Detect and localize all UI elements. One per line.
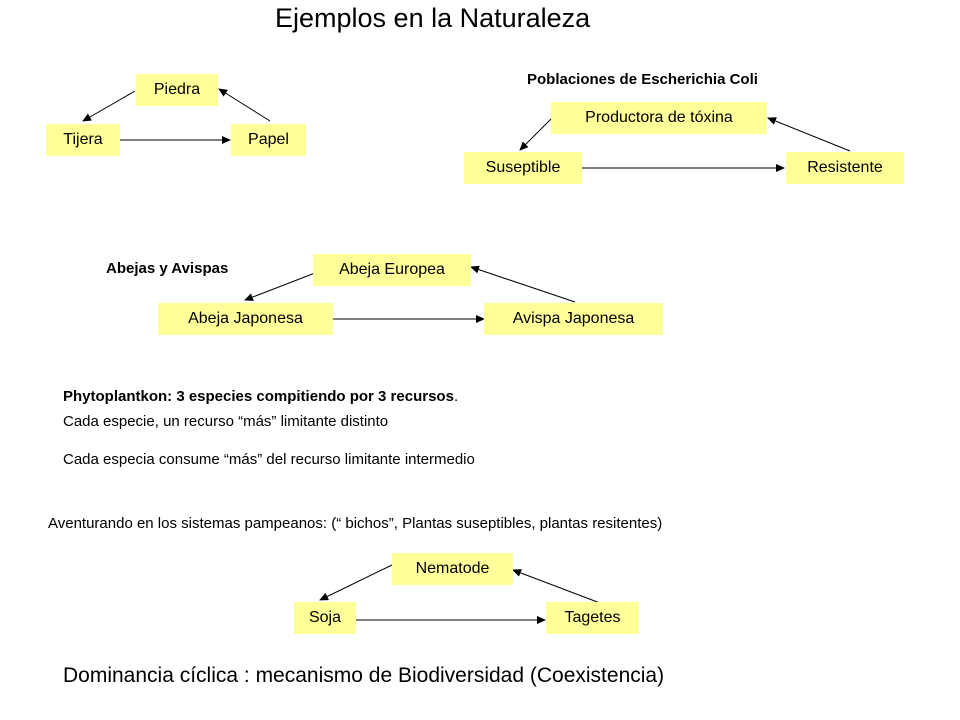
phyto-heading: Phytoplantkon: 3 especies compitiendo po… [63, 388, 454, 405]
phyto-line-1: Phytoplantkon: 3 especies compitiendo po… [63, 388, 458, 405]
conclusion-text: Dominancia cíclica : mecanismo de Biodiv… [63, 664, 665, 687]
pampa-intro: Aventurando en los sistemas pampeanos: (… [48, 515, 663, 532]
arrow-toxina-suseptible [519, 117, 553, 151]
node-productora-toxina: Productora de tóxina [551, 102, 767, 134]
phyto-period: . [453, 388, 459, 405]
arrow-europea-japonesa [244, 272, 316, 301]
node-abeja-japonesa: Abeja Japonesa [158, 303, 333, 335]
arrow-resistente-toxina [767, 117, 851, 152]
arrow-piedra-tijera [82, 90, 136, 122]
arrow-nematode-soja [319, 564, 393, 601]
arrow-papel-piedra [218, 88, 271, 122]
arrow-avispa-europea [470, 265, 576, 303]
node-suseptible: Suseptible [464, 152, 582, 184]
node-soja: Soja [294, 602, 356, 634]
node-avispa-japonesa: Avispa Japonesa [484, 303, 663, 335]
phyto-line-3: Cada especia consume “más” del recurso l… [63, 451, 475, 468]
ecoli-heading: Poblaciones de Escherichia Coli [527, 71, 758, 88]
arrow-tagetes-nematode [512, 569, 601, 604]
phyto-line-2: Cada especie, un recurso “más” limitante… [63, 413, 389, 430]
node-abeja-europea: Abeja Europea [313, 254, 471, 286]
node-nematode: Nematode [392, 553, 513, 585]
node-tijera: Tijera [46, 124, 120, 156]
node-resistente: Resistente [786, 152, 904, 184]
node-papel: Papel [231, 124, 306, 156]
node-tagetes: Tagetes [546, 602, 639, 634]
node-piedra: Piedra [136, 74, 218, 106]
page-title: Ejemplos en la Naturaleza [275, 3, 591, 33]
bees-heading: Abejas y Avispas [106, 260, 229, 277]
